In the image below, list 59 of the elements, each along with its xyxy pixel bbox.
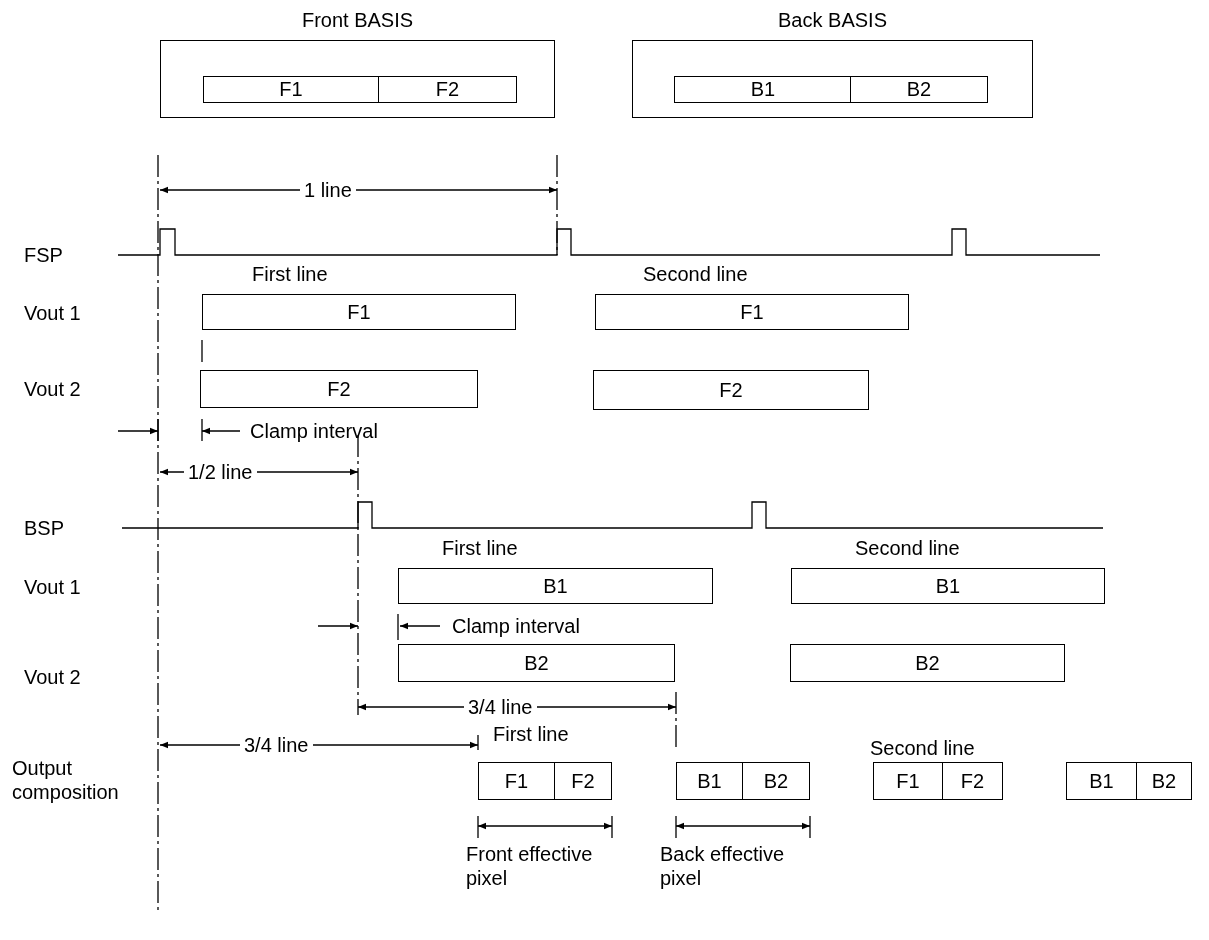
box-label: B2 bbox=[906, 78, 932, 101]
signal-box bbox=[742, 762, 810, 800]
signal-box bbox=[398, 568, 713, 604]
box-label: B1 bbox=[697, 769, 722, 793]
box-label: B1 bbox=[1089, 769, 1114, 793]
note-label: Back effective pixel bbox=[660, 842, 786, 890]
box-label: F2 bbox=[571, 769, 595, 793]
line-label: Second line bbox=[870, 736, 975, 760]
box-label: F1 bbox=[347, 300, 371, 324]
box-label: F1 bbox=[896, 769, 920, 793]
signal-box bbox=[554, 762, 612, 800]
frame-title: Front BASIS bbox=[300, 9, 415, 32]
signal-box bbox=[674, 76, 852, 103]
signal-name: Vout 1 bbox=[24, 301, 81, 325]
signal-box bbox=[595, 294, 909, 330]
box-label: B2 bbox=[763, 769, 789, 793]
signal-box bbox=[850, 76, 988, 103]
box-label: F2 bbox=[327, 377, 351, 401]
box-label: F1 bbox=[504, 769, 529, 793]
box-label: F1 bbox=[279, 78, 303, 101]
line-label: First line bbox=[252, 262, 328, 286]
signal-box bbox=[873, 762, 943, 800]
signal-box bbox=[200, 370, 478, 408]
box-label: B1 bbox=[750, 78, 776, 101]
signal-box bbox=[202, 294, 516, 330]
box-label: F2 bbox=[435, 78, 460, 101]
box-label: B1 bbox=[543, 574, 568, 598]
signal-box bbox=[791, 568, 1105, 604]
dimension-label: Clamp interval bbox=[250, 419, 378, 443]
line-label: Second line bbox=[855, 536, 960, 560]
box-label: B2 bbox=[524, 651, 549, 675]
box-label: B2 bbox=[915, 651, 940, 675]
signal-box bbox=[942, 762, 1003, 800]
line-label: First line bbox=[493, 722, 569, 746]
signal-name: FSP bbox=[24, 243, 63, 267]
line-label: First line bbox=[442, 536, 518, 560]
box-label: F2 bbox=[719, 378, 743, 402]
signal-box bbox=[790, 644, 1065, 682]
signal-box bbox=[1136, 762, 1192, 800]
box-label: F2 bbox=[960, 769, 985, 793]
box-label: B2 bbox=[1151, 769, 1177, 793]
box-label: F1 bbox=[740, 300, 764, 324]
dimension-label: Clamp interval bbox=[452, 614, 580, 638]
signal-box bbox=[203, 76, 379, 103]
frame-title: Back BASIS bbox=[777, 9, 888, 32]
signal-name: Vout 2 bbox=[24, 377, 81, 401]
signal-name: Vout 1 bbox=[24, 575, 81, 599]
signal-box bbox=[398, 644, 675, 682]
box-label: B1 bbox=[935, 574, 961, 598]
signal-box bbox=[593, 370, 869, 410]
signal-box bbox=[1066, 762, 1137, 800]
signal-box bbox=[676, 762, 743, 800]
signal-name: BSP bbox=[24, 516, 65, 540]
row-label: Output composition bbox=[12, 756, 120, 804]
note-label: Front effective pixel bbox=[466, 842, 594, 890]
signal-box bbox=[378, 76, 517, 103]
signal-box bbox=[478, 762, 555, 800]
line-label: Second line bbox=[643, 262, 748, 286]
signal-name: Vout 2 bbox=[24, 665, 81, 689]
